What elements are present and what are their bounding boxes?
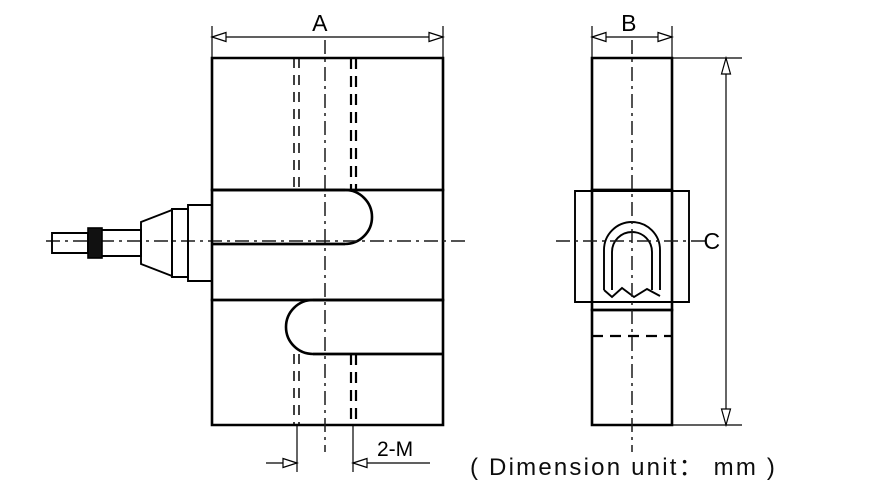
- front-view-center-flange: [574, 190, 690, 303]
- dimension-B-label: B: [621, 10, 637, 36]
- cable-sheath-left: [51, 232, 89, 254]
- cable-marker-band: [87, 227, 103, 259]
- dimension-2M-arrow-left: [282, 457, 299, 469]
- dimension-B-arrow-left: [590, 31, 607, 43]
- dimension-A: A: [210, 10, 445, 60]
- dimension-A-arrow-left: [210, 31, 227, 43]
- side-view-lower-slot: [284, 298, 443, 356]
- cable-gland-assembly: [51, 204, 213, 282]
- side-view-group: A 2-M: [46, 10, 466, 472]
- dimension-C-label: C: [703, 228, 720, 254]
- side-view-lower-thread-hidden-lines: [293, 354, 358, 425]
- dimension-C-arrow-top: [720, 55, 732, 75]
- dimension-unit-note: ( Dimension unit： mm ): [470, 454, 777, 481]
- dimension-B-arrow-right: [657, 31, 674, 43]
- dimension-C-arrow-bottom: [720, 408, 732, 428]
- dimension-A-label: A: [312, 10, 328, 36]
- side-view-upper-thread-hidden-lines: [293, 58, 358, 190]
- dimension-2M-label: 2-M: [377, 438, 413, 461]
- dimension-2M-arrow-right: [351, 457, 368, 469]
- dimension-2M: 2-M: [266, 425, 430, 472]
- front-view-group: B C: [556, 10, 742, 452]
- dimension-B: B: [590, 10, 674, 60]
- front-view-u-cutout-break-line: [603, 286, 661, 299]
- dimension-A-arrow-right: [428, 31, 445, 43]
- side-view-upper-slot: [212, 188, 374, 246]
- dimension-C: C: [672, 55, 742, 428]
